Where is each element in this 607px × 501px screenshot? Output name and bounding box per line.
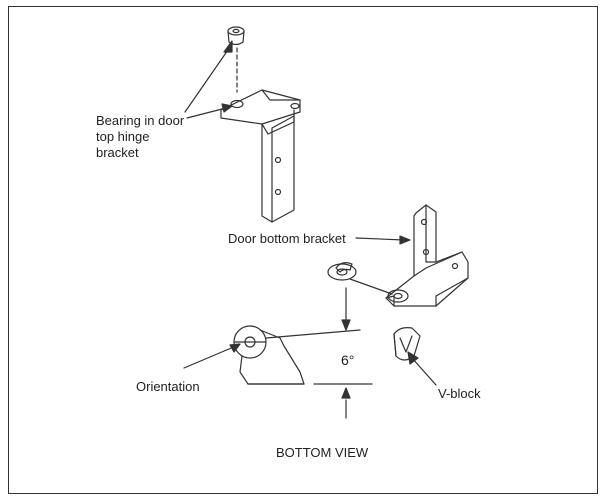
- door-bracket-arrow: [355, 237, 405, 241]
- door-bottom-bracket-label: Door bottom bracket: [228, 231, 346, 246]
- e-clip: [327, 262, 357, 281]
- bearing-arrows: [184, 40, 233, 119]
- diagram-frame: [8, 6, 598, 494]
- angle-label: 6°: [341, 352, 355, 368]
- bottom-view-assembly: [233, 325, 361, 385]
- top-bearing: [227, 26, 245, 46]
- bearing-label: Bearing in door top hinge bracket: [96, 113, 185, 160]
- clip-connector: [349, 278, 393, 295]
- door-bottom-bracket: [385, 204, 469, 307]
- v-block: [393, 327, 421, 361]
- orientation-arrow: [183, 345, 237, 369]
- v-block-arrow: [411, 357, 437, 386]
- angle-dimension: [313, 287, 373, 419]
- v-block-label: V-block: [438, 386, 481, 401]
- top-hinge-bracket: [220, 89, 301, 223]
- orientation-label: Orientation: [136, 379, 200, 394]
- bottom-view-label: BOTTOM VIEW: [276, 445, 369, 460]
